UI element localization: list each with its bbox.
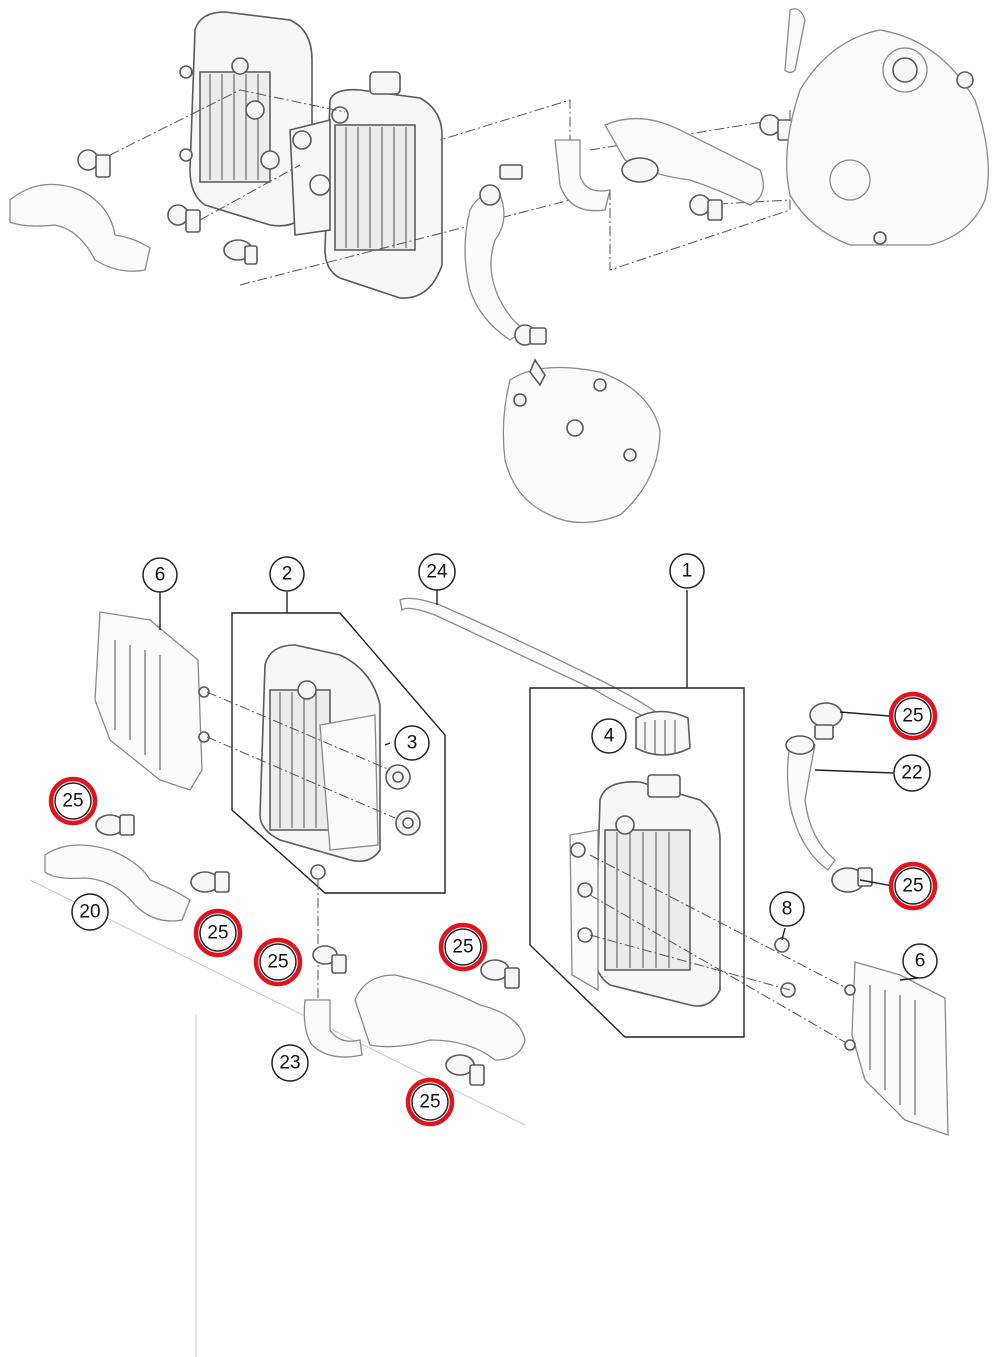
radiator-right bbox=[569, 774, 721, 1007]
callout-25-label-5: 25 bbox=[419, 1092, 440, 1113]
callout-25-hose-clamp-1: 25 bbox=[48, 776, 98, 826]
filler-cap bbox=[635, 710, 691, 756]
callout-1: 1 bbox=[669, 553, 705, 589]
callout-23: 23 bbox=[271, 1044, 309, 1082]
callout-6-right-label: 6 bbox=[915, 951, 926, 972]
assembled-cooling-system bbox=[9, 8, 989, 524]
callout-2-label: 2 bbox=[282, 564, 293, 585]
callout-25-hose-clamp-5: 25 bbox=[405, 1077, 455, 1127]
callout-20: 20 bbox=[71, 893, 109, 931]
callout-2: 2 bbox=[269, 556, 305, 592]
callout-25-label-4: 25 bbox=[452, 937, 473, 958]
callout-24: 24 bbox=[418, 553, 456, 591]
left-radiator-assembled bbox=[179, 11, 313, 227]
cylinder-head bbox=[502, 324, 661, 524]
callout-4-label: 4 bbox=[604, 726, 615, 747]
callout-23-label: 23 bbox=[279, 1053, 300, 1074]
hose-upper-right bbox=[785, 702, 873, 893]
grommets bbox=[385, 764, 421, 836]
callout-25-label-2: 25 bbox=[207, 923, 228, 944]
callout-25-hose-clamp-3: 25 bbox=[253, 937, 303, 987]
callout-4: 4 bbox=[591, 718, 627, 754]
radiator-left bbox=[259, 644, 381, 880]
callout-24-label: 24 bbox=[426, 562, 448, 583]
callout-20-label: 20 bbox=[79, 902, 100, 923]
right-radiator-assembled bbox=[289, 71, 443, 299]
callout-25-hose-clamp-2: 25 bbox=[193, 908, 243, 958]
callout-8: 8 bbox=[769, 891, 805, 927]
callout-25-label-3: 25 bbox=[267, 952, 288, 973]
radiator-guard-left bbox=[94, 611, 210, 791]
bolts bbox=[774, 937, 796, 998]
radiator-right-frame bbox=[529, 687, 745, 1038]
callout-6-left-label: 6 bbox=[155, 565, 166, 586]
hose-lower bbox=[303, 945, 526, 1086]
callout-22: 22 bbox=[893, 754, 931, 792]
callout-8-label: 8 bbox=[782, 899, 793, 920]
callout-3-label: 3 bbox=[407, 733, 418, 754]
callout-25-label-1: 25 bbox=[62, 791, 83, 812]
callout-6-left: 6 bbox=[142, 557, 178, 593]
engine-cover bbox=[784, 8, 989, 246]
hose-left bbox=[44, 814, 230, 922]
radiator-guard-right bbox=[844, 961, 949, 1136]
callout-22-label: 22 bbox=[901, 763, 922, 784]
callout-25-hose-clamp-7: 25 bbox=[888, 861, 938, 911]
callout-6-right: 6 bbox=[902, 943, 938, 979]
callout-25-hose-clamp-4: 25 bbox=[438, 922, 488, 972]
callout-1-label: 1 bbox=[682, 561, 693, 582]
callout-3: 3 bbox=[394, 725, 430, 761]
leader-lines bbox=[159, 590, 919, 981]
callout-25-label-7: 25 bbox=[902, 876, 923, 897]
callout-25-hose-clamp-6: 25 bbox=[888, 691, 938, 741]
radiator-left-frame bbox=[231, 612, 446, 894]
callout-25-label-6: 25 bbox=[902, 706, 923, 727]
